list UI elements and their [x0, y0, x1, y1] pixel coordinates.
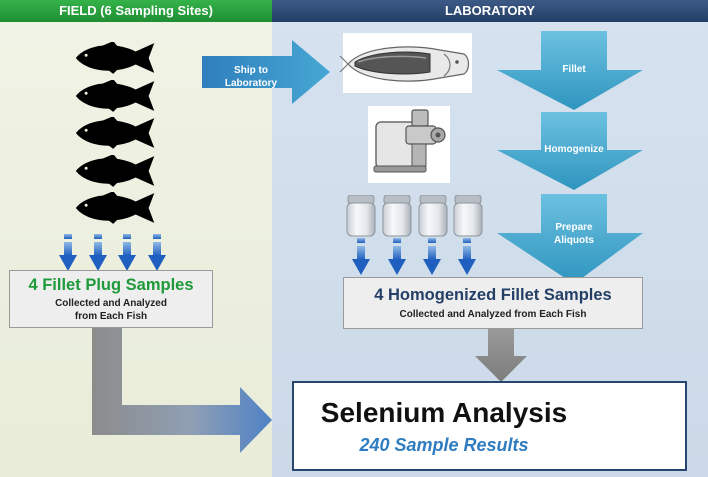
field-box-subtitle-line2: from Each Fish	[74, 311, 148, 323]
fish-silhouette-icon	[75, 117, 155, 149]
lab-down-arrow	[388, 238, 406, 275]
prepare-label-line2: Aliquots	[554, 234, 594, 246]
lab-to-result-arrow	[475, 328, 527, 382]
sample-jar-icon	[382, 195, 412, 237]
sample-jar-icon	[346, 195, 376, 237]
lab-down-arrow	[352, 238, 370, 275]
result-box: Selenium Analysis 240 Sample Results	[292, 381, 687, 471]
field-sample-box: 4 Fillet Plug Samples Collected and Anal…	[9, 270, 213, 328]
result-subtitle: 240 Sample Results	[359, 435, 529, 455]
lab-sample-box: 4 Homogenized Fillet Samples Collected a…	[343, 277, 643, 329]
meat-grinder-icon	[368, 106, 450, 183]
field-box-subtitle-line1: Collected and Analyzed	[55, 298, 167, 310]
fish-silhouette-icon	[75, 42, 155, 74]
field-to-result-arrow	[92, 327, 272, 453]
laboratory-header: LABORATORY	[272, 0, 708, 22]
homogenize-step-arrow	[497, 112, 643, 190]
field-down-arrow	[89, 234, 107, 271]
prepare-aliquots-step-label: Prepare Aliquots	[541, 222, 607, 247]
field-down-arrow	[118, 234, 136, 271]
field-down-arrow	[148, 234, 166, 271]
sample-jar-icon	[453, 195, 483, 237]
lab-down-arrow	[458, 238, 476, 275]
fillet-step-label: Fillet	[562, 64, 586, 75]
fish-silhouette-icon	[75, 80, 155, 112]
fish-silhouette-icon	[75, 155, 155, 187]
prepare-label-line1: Prepare	[555, 222, 593, 233]
sample-jar-icon	[418, 195, 448, 237]
field-box-title: 4 Fillet Plug Samples	[28, 276, 194, 294]
lab-down-arrow	[423, 238, 441, 275]
prepare-aliquots-step-arrow	[497, 194, 643, 284]
result-title: Selenium Analysis	[320, 397, 568, 428]
homogenize-step-label: Homogenize	[544, 144, 604, 155]
fillet-step-arrow	[497, 31, 643, 110]
field-down-arrow	[59, 234, 77, 271]
field-header: FIELD (6 Sampling Sites)	[0, 0, 272, 22]
fish-silhouette-icon	[75, 192, 155, 224]
ship-step-label: Ship to Laboratory	[224, 65, 278, 89]
ship-arrow	[202, 40, 330, 104]
fish-fillet-icon	[339, 33, 472, 93]
lab-box-subtitle: Collected and Analyzed from Each Fish	[399, 309, 587, 321]
lab-box-title: 4 Homogenized Fillet Samples	[374, 286, 612, 304]
